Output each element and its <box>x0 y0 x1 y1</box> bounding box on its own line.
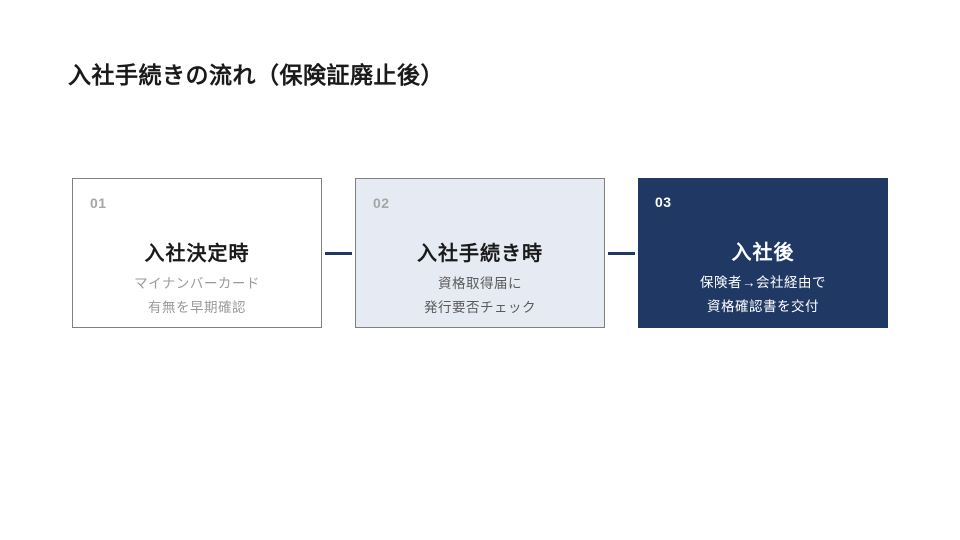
step-number: 01 <box>90 195 107 211</box>
step-card-3: 03 入社後 保険者→会社経由で 資格確認書を交付 <box>638 178 888 328</box>
slide-title: 入社手続きの流れ（保険証廃止後） <box>68 62 444 88</box>
step-card-2: 02 入社手続き時 資格取得届に 発行要否チェック <box>355 178 605 328</box>
step-card-1: 01 入社決定時 マイナンバーカード 有無を早期確認 <box>72 178 322 328</box>
connector-line <box>608 251 635 255</box>
step-title: 入社決定時 <box>144 243 250 265</box>
connector-line <box>325 251 352 255</box>
step-description: 保険者→会社経由で 資格確認書を交付 <box>638 271 888 319</box>
step-description-line: 発行要否チェック <box>424 300 536 315</box>
step-description-line: 保険者→会社経由で <box>700 275 826 290</box>
step-number: 03 <box>655 194 672 210</box>
step-description-line: 資格取得届に <box>438 276 522 291</box>
step-description-line: マイナンバーカード <box>134 276 260 291</box>
step-title: 入社後 <box>731 242 795 264</box>
step-description-line: 有無を早期確認 <box>148 300 246 315</box>
step-description-line: 資格確認書を交付 <box>707 299 819 314</box>
step-number: 02 <box>373 195 390 211</box>
step-description: マイナンバーカード 有無を早期確認 <box>73 272 321 320</box>
step-description: 資格取得届に 発行要否チェック <box>356 272 604 320</box>
process-flow: 01 入社決定時 マイナンバーカード 有無を早期確認 02 入社手続き時 資格取… <box>72 178 888 328</box>
step-title: 入社手続き時 <box>417 243 543 265</box>
